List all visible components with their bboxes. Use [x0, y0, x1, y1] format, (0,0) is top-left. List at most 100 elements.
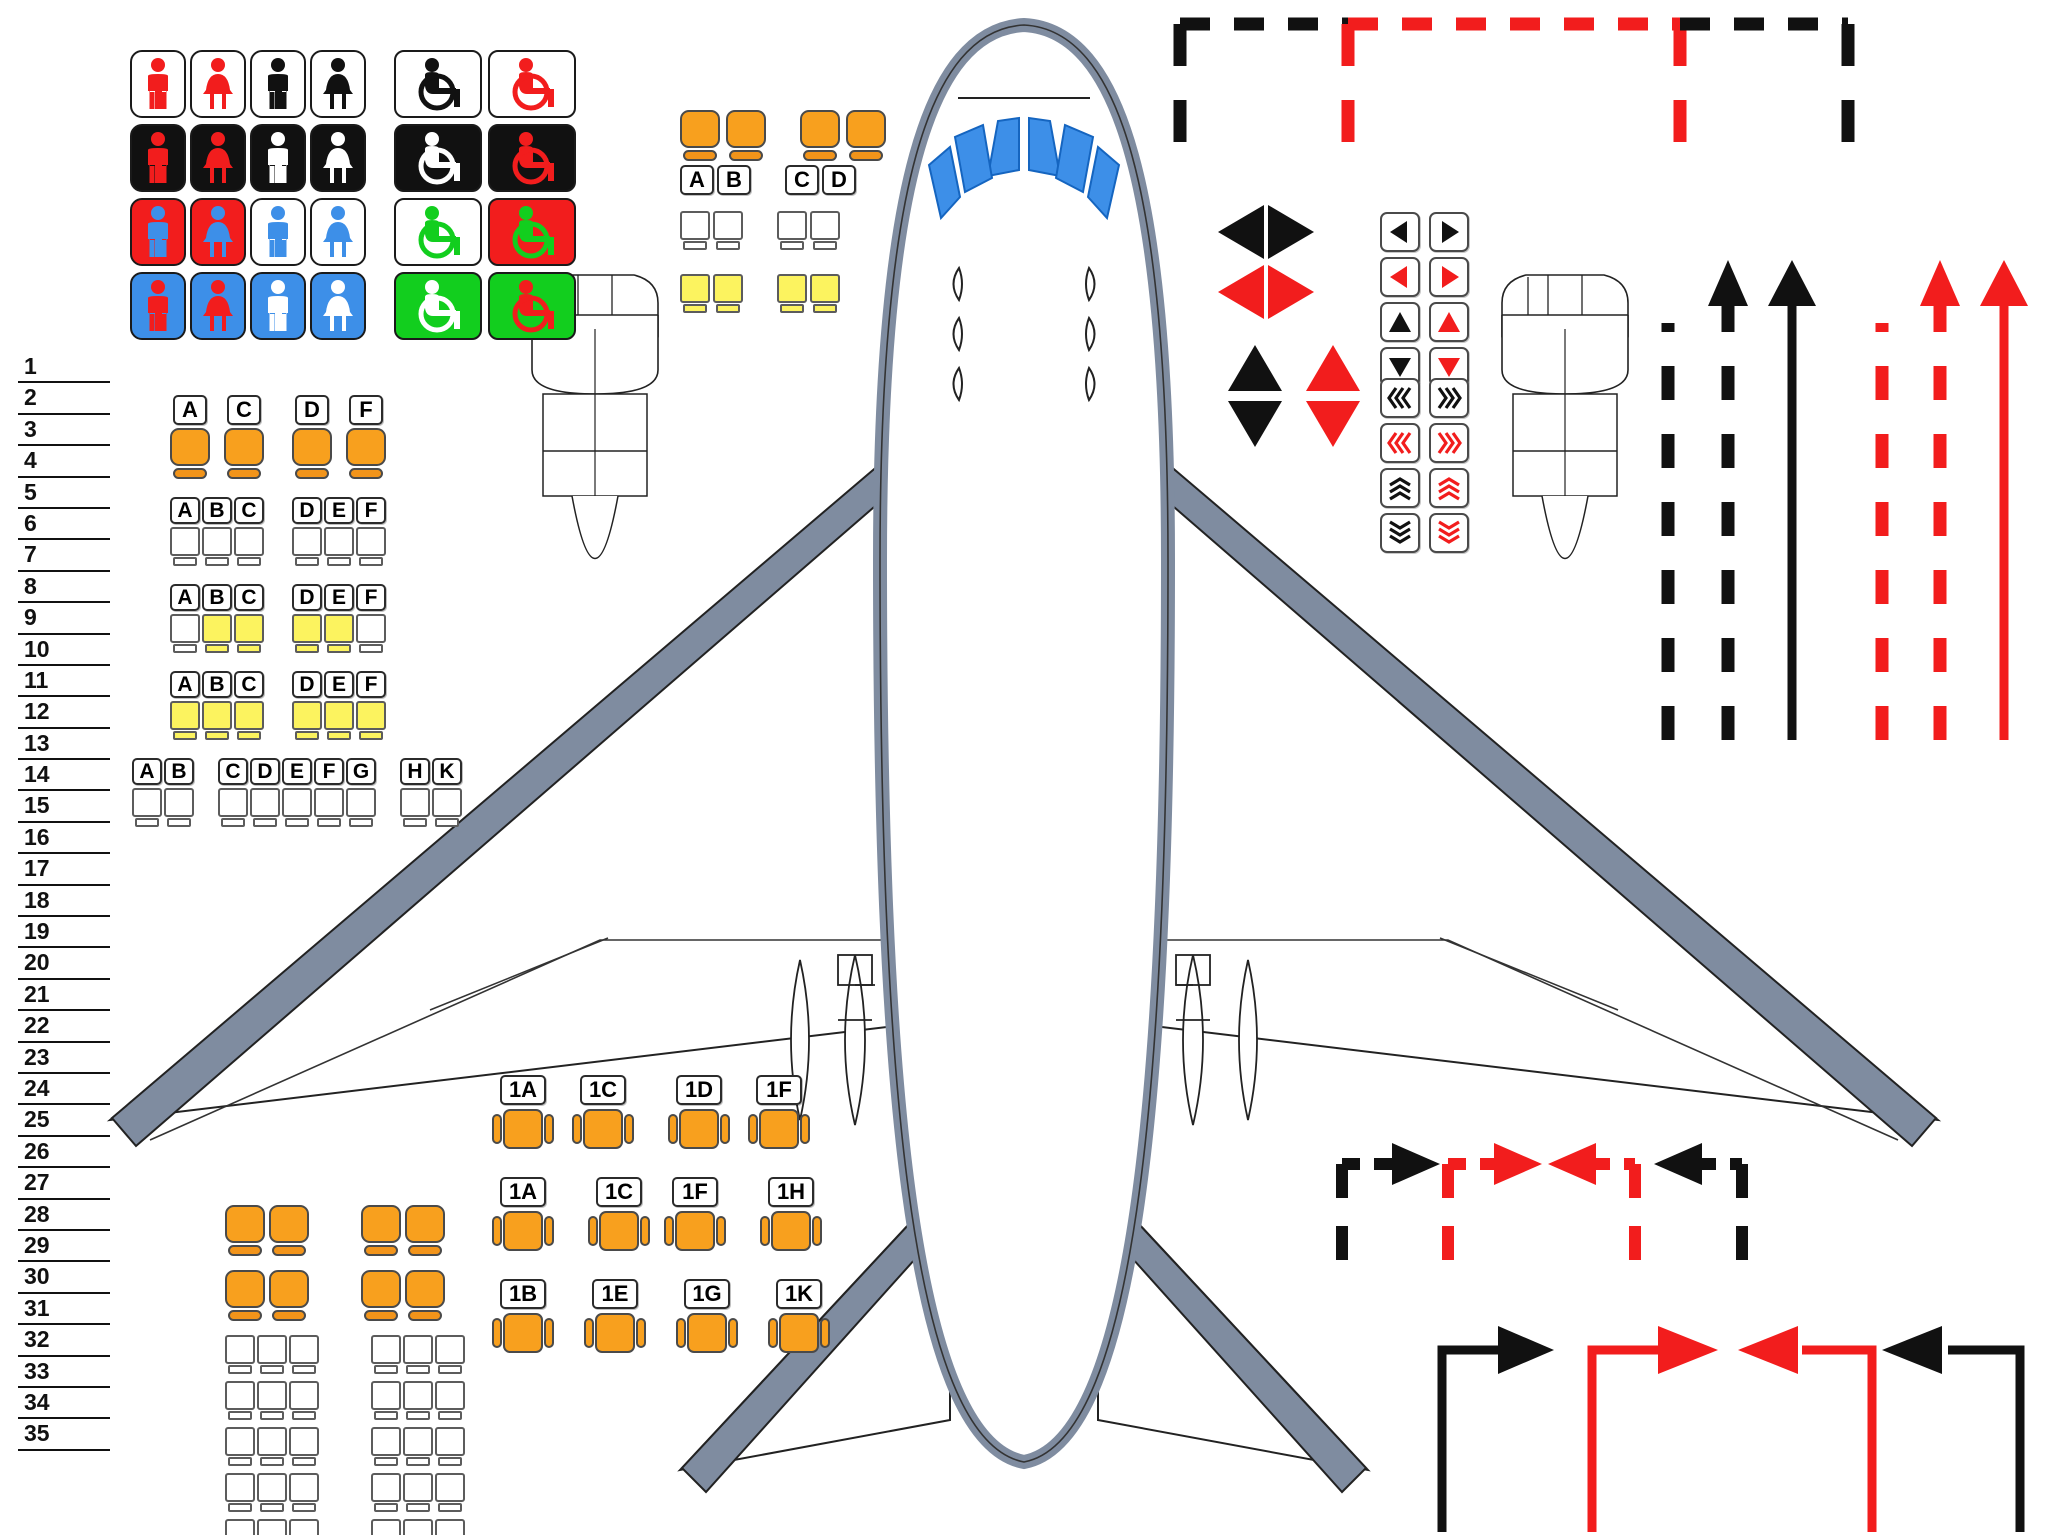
boxed-triangle-up-black-icon[interactable] — [1380, 302, 1420, 342]
white-seat-glyph[interactable] — [713, 211, 743, 250]
white-seat-glyph[interactable] — [218, 788, 248, 827]
white-seat-glyph[interactable] — [289, 1381, 319, 1420]
white-seat-glyph[interactable] — [371, 1473, 401, 1512]
woman-icon[interactable] — [190, 50, 246, 118]
orange-seat-glyph[interactable] — [680, 110, 720, 161]
white-seat-glyph[interactable] — [225, 1519, 255, 1535]
yellow-seat-glyph[interactable] — [292, 614, 322, 653]
white-seat-glyph[interactable] — [234, 527, 264, 566]
white-seat-glyph[interactable] — [282, 788, 312, 827]
white-seat-glyph[interactable] — [289, 1473, 319, 1512]
business-pod-seat-glyph[interactable] — [492, 1313, 554, 1353]
yellow-seat-glyph[interactable] — [810, 274, 840, 313]
white-seat-glyph[interactable] — [257, 1473, 287, 1512]
business-pod-seat-glyph[interactable] — [668, 1109, 730, 1149]
boxed-chevron-left-black-icon[interactable] — [1380, 378, 1420, 418]
orange-seat-glyph[interactable] — [726, 110, 766, 161]
man-icon[interactable] — [250, 198, 306, 266]
boxed-chevron-up-red-icon[interactable] — [1429, 468, 1469, 508]
white-seat-glyph[interactable] — [371, 1427, 401, 1466]
boxed-triangle-left-red-icon[interactable] — [1380, 257, 1420, 297]
white-seat-glyph[interactable] — [403, 1335, 433, 1374]
business-pod-seat-glyph[interactable] — [760, 1211, 822, 1251]
white-seat-glyph[interactable] — [292, 527, 322, 566]
triangle-down-black-icon[interactable] — [1228, 401, 1282, 447]
woman-icon[interactable] — [190, 272, 246, 340]
white-seat-glyph[interactable] — [257, 1381, 287, 1420]
white-seat-glyph[interactable] — [400, 788, 430, 827]
boxed-chevron-down-red-icon[interactable] — [1429, 513, 1469, 553]
white-seat-glyph[interactable] — [170, 614, 200, 653]
boxed-chevron-left-red-icon[interactable] — [1380, 423, 1420, 463]
white-seat-glyph[interactable] — [225, 1473, 255, 1512]
orange-seat-glyph[interactable] — [269, 1205, 309, 1256]
business-pod-seat-glyph[interactable] — [664, 1211, 726, 1251]
white-seat-glyph[interactable] — [356, 527, 386, 566]
white-seat-glyph[interactable] — [170, 527, 200, 566]
boxed-triangle-right-black-icon[interactable] — [1429, 212, 1469, 252]
boxed-chevron-down-black-icon[interactable] — [1380, 513, 1420, 553]
boxed-triangle-up-red-icon[interactable] — [1429, 302, 1469, 342]
orange-seat-glyph[interactable] — [846, 110, 886, 161]
man-icon[interactable] — [250, 124, 306, 192]
orange-seat-glyph[interactable] — [405, 1270, 445, 1321]
white-seat-glyph[interactable] — [403, 1473, 433, 1512]
orange-seat-glyph[interactable] — [292, 428, 332, 479]
boxed-triangle-right-red-icon[interactable] — [1429, 257, 1469, 297]
white-seat-glyph[interactable] — [371, 1381, 401, 1420]
man-icon[interactable] — [130, 50, 186, 118]
man-icon[interactable] — [130, 198, 186, 266]
yellow-seat-glyph[interactable] — [680, 274, 710, 313]
triangle-up-black-icon[interactable] — [1228, 345, 1282, 391]
yellow-seat-glyph[interactable] — [202, 614, 232, 653]
wheelchair-icon[interactable] — [394, 50, 482, 118]
orange-seat-glyph[interactable] — [170, 428, 210, 479]
white-seat-glyph[interactable] — [314, 788, 344, 827]
woman-icon[interactable] — [310, 198, 366, 266]
triangle-left-red-icon[interactable] — [1218, 265, 1264, 319]
white-seat-glyph[interactable] — [435, 1381, 465, 1420]
white-seat-glyph[interactable] — [777, 211, 807, 250]
boxed-chevron-right-red-icon[interactable] — [1429, 423, 1469, 463]
vertical-flow-arrow-set[interactable] — [1640, 248, 2040, 748]
triangle-right-red-icon[interactable] — [1268, 265, 1314, 319]
dashed-routing-bracket-bottom[interactable] — [1330, 1140, 1800, 1300]
orange-seat-glyph[interactable] — [224, 428, 264, 479]
yellow-seat-glyph[interactable] — [292, 701, 322, 740]
orange-seat-glyph[interactable] — [361, 1205, 401, 1256]
business-pod-seat-glyph[interactable] — [492, 1109, 554, 1149]
woman-icon[interactable] — [310, 50, 366, 118]
orange-seat-glyph[interactable] — [225, 1270, 265, 1321]
white-seat-glyph[interactable] — [225, 1427, 255, 1466]
wheelchair-icon[interactable] — [394, 272, 482, 340]
white-seat-glyph[interactable] — [324, 527, 354, 566]
orange-seat-glyph[interactable] — [405, 1205, 445, 1256]
white-seat-glyph[interactable] — [225, 1381, 255, 1420]
triangle-right-black-icon[interactable] — [1268, 205, 1314, 259]
woman-icon[interactable] — [310, 124, 366, 192]
business-pod-seat-glyph[interactable] — [588, 1211, 650, 1251]
woman-icon[interactable] — [310, 272, 366, 340]
man-icon[interactable] — [250, 272, 306, 340]
yellow-seat-glyph[interactable] — [324, 701, 354, 740]
white-seat-glyph[interactable] — [257, 1427, 287, 1466]
yellow-seat-glyph[interactable] — [713, 274, 743, 313]
white-seat-glyph[interactable] — [289, 1335, 319, 1374]
yellow-seat-glyph[interactable] — [234, 701, 264, 740]
boxed-triangle-left-black-icon[interactable] — [1380, 212, 1420, 252]
wheelchair-icon[interactable] — [488, 124, 576, 192]
yellow-seat-glyph[interactable] — [777, 274, 807, 313]
man-icon[interactable] — [250, 50, 306, 118]
white-seat-glyph[interactable] — [132, 788, 162, 827]
white-seat-glyph[interactable] — [403, 1427, 433, 1466]
business-pod-seat-glyph[interactable] — [584, 1313, 646, 1353]
business-pod-seat-glyph[interactable] — [768, 1313, 830, 1353]
white-seat-glyph[interactable] — [289, 1427, 319, 1466]
boxed-chevron-right-black-icon[interactable] — [1429, 378, 1469, 418]
orange-seat-glyph[interactable] — [800, 110, 840, 161]
orange-seat-glyph[interactable] — [361, 1270, 401, 1321]
white-seat-glyph[interactable] — [435, 1519, 465, 1535]
business-pod-seat-glyph[interactable] — [492, 1211, 554, 1251]
white-seat-glyph[interactable] — [680, 211, 710, 250]
white-seat-glyph[interactable] — [356, 614, 386, 653]
